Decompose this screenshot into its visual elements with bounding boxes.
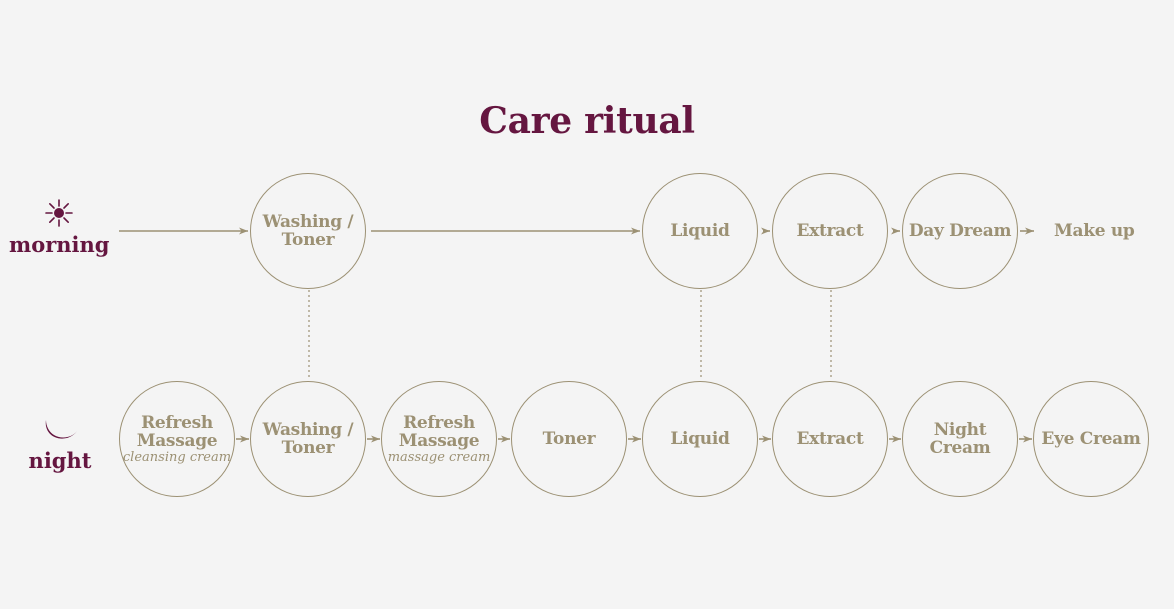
connectors	[119, 227, 1034, 443]
night-step-circle: Washing /Toner	[250, 381, 366, 497]
night-step-circle: Eye Cream	[1033, 381, 1149, 497]
step-label-line: Massage	[136, 430, 218, 451]
step-label-line: Extract	[796, 429, 864, 449]
morning-label: morning	[9, 198, 110, 257]
step-label-line: Massage	[398, 430, 480, 451]
morning-text: morning	[9, 232, 110, 257]
night-step-circle: Night Cream	[902, 381, 1018, 497]
step-label-line: Washing /	[262, 212, 354, 232]
step-label-line: Washing /	[262, 420, 354, 440]
night-text: night	[28, 448, 92, 473]
night-step-circle: Liquid	[642, 381, 758, 497]
step-label-line: Refresh	[403, 412, 475, 433]
morning-step-circle: Extract	[772, 173, 888, 289]
step-label-line: Extract	[796, 221, 864, 241]
morning-step-circle: Liquid	[642, 173, 758, 289]
step-label-line: Liquid	[670, 221, 730, 241]
make-up-label: Make up	[1054, 221, 1135, 241]
step-sublabel: cleansing cream	[122, 449, 232, 465]
night-label: night	[10, 416, 110, 473]
step-label-line: Toner	[542, 429, 596, 449]
morning-step-circle: Washing /Toner	[250, 173, 366, 289]
page-title: Care ritual	[479, 100, 695, 142]
step-label-line: Eye Cream	[1041, 429, 1141, 449]
sun-icon	[45, 199, 73, 227]
step-label-line: Refresh	[141, 412, 213, 433]
step-sublabel: massage cream	[387, 449, 491, 465]
step-label-line: Toner	[281, 230, 335, 250]
night-step-circle: Toner	[511, 381, 627, 497]
step-label-line: Night Cream	[929, 420, 991, 458]
step-label-line: Liquid	[670, 429, 730, 449]
morning-step-circle: Day Dream	[902, 173, 1018, 289]
step-label-line: Toner	[281, 438, 335, 458]
step-label-line: Day Dream	[908, 221, 1012, 241]
night-step-circle: Extract	[772, 381, 888, 497]
